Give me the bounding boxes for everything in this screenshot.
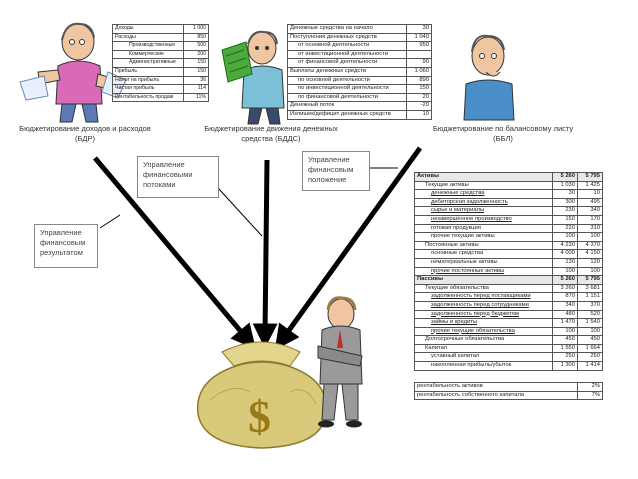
analyst-figure-icon	[463, 34, 515, 121]
note-result-leader	[99, 214, 121, 229]
arrow-bbl	[274, 146, 423, 351]
table-row: от инвестиционной деятельности	[287, 49, 432, 60]
cashier-figure-icon	[221, 30, 285, 125]
accountant-figure-icon	[19, 22, 127, 123]
arrow-bdr	[93, 156, 257, 350]
money-bag-icon: $	[196, 341, 328, 449]
note-financial-result: Управление финансовым результатом	[34, 224, 98, 268]
dollar-sign: $	[248, 391, 271, 442]
arrow-bdds	[252, 159, 278, 349]
note-financial-flows: Управление финансовыми потоками	[137, 156, 219, 198]
note-financial-position: Управление финансовым положение	[302, 151, 370, 191]
table-row: Денежный поток-20	[287, 101, 432, 111]
caption-bdr: Бюджетирование доходов и расходов (БДР)	[19, 124, 151, 143]
caption-bdds: Бюджетирование движения денежных средств…	[204, 124, 338, 143]
note-flows-leader	[217, 187, 263, 237]
businessman-figure-icon	[317, 296, 363, 428]
caption-bbl: Бюджетирование по балансовому листу (ББЛ…	[432, 124, 574, 143]
